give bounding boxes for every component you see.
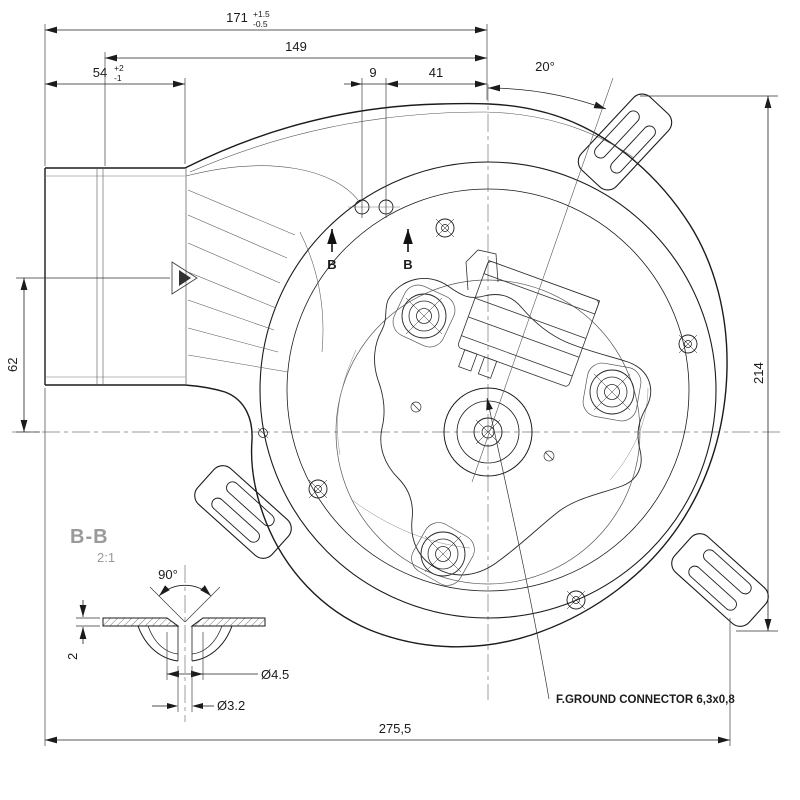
section-scale: 2:1 — [97, 550, 115, 565]
motor-mount-plate — [374, 278, 652, 576]
dimension-171: 171 +1.5 -0.5 — [44, 9, 488, 166]
spade-terminal — [477, 356, 498, 379]
transition-cone — [187, 189, 324, 373]
centerlines — [12, 84, 784, 722]
dim-149-value: 149 — [285, 39, 307, 54]
face-screw — [566, 590, 586, 610]
face-screw — [308, 479, 328, 499]
rubber-grommet-top — [392, 284, 456, 348]
dimension-149: 149 — [104, 39, 487, 166]
dim-20-value: 20° — [535, 59, 555, 74]
dimension-20deg: 20° — [487, 59, 607, 110]
mount-bracket-top-right — [577, 93, 673, 191]
motor-assembly — [335, 249, 652, 586]
dim-171-tol-minus: -0.5 — [253, 19, 268, 29]
dim-54-tol-plus: +2 — [114, 63, 124, 73]
motor-bracket-tab — [465, 249, 499, 291]
dimension-214: 214 — [640, 95, 778, 632]
section-marker-b-right: B — [403, 257, 412, 272]
rubber-grommet-bottom — [411, 522, 475, 586]
inlet-duct — [44, 167, 198, 386]
seam-rivet — [257, 427, 269, 439]
dimension-90deg: 90° — [149, 567, 221, 623]
section-plate-right — [190, 617, 266, 627]
section-marker-b-left: B — [327, 257, 336, 272]
dim-275-value: 275,5 — [379, 721, 412, 736]
motor-body — [457, 259, 601, 387]
dim-9-value: 9 — [369, 65, 376, 80]
pilot-holes — [348, 199, 400, 215]
face-screws — [257, 218, 698, 610]
section-plate-left — [102, 617, 180, 627]
face-screw — [678, 334, 698, 354]
dim-62-value: 62 — [5, 358, 20, 372]
motor-hub — [443, 387, 533, 477]
dimension-9-41: 9 41 — [344, 65, 487, 218]
dim-214-value: 214 — [751, 362, 766, 384]
dimension-dia32: Ø3.2 — [152, 666, 245, 713]
spade-terminal — [458, 349, 478, 372]
section-dome — [137, 625, 233, 662]
dim-dia32-value: Ø3.2 — [217, 698, 245, 713]
section-title: B-B — [70, 526, 109, 548]
dim-54-value: 54 — [93, 65, 107, 80]
impeller-blade-arcs — [337, 349, 649, 549]
dim-171-value: 171 — [226, 10, 248, 25]
dim-171-tol-plus: +1.5 — [253, 9, 270, 19]
dim-dia45-value: Ø4.5 — [261, 667, 289, 682]
ground-connector-leader — [486, 397, 550, 700]
dimension-54: 54 +2 -1 — [45, 63, 186, 164]
dim-2-value: 2 — [65, 653, 80, 660]
dimension-275: 275,5 — [44, 388, 731, 746]
ground-connector-callout: F.GROUND CONNECTOR 6,3x0,8 — [556, 694, 735, 706]
dim-90-value: 90° — [158, 567, 178, 582]
dim-41-value: 41 — [429, 65, 443, 80]
mount-bracket-left — [194, 465, 292, 559]
mount-bracket-bottom-right — [671, 533, 769, 627]
mount-bolts — [410, 401, 555, 462]
angle-reference-line — [471, 77, 614, 483]
section-view-bb: B-B 2:1 90° 2 — [65, 526, 289, 713]
dimension-62: 62 — [5, 277, 170, 433]
dimension-2: 2 — [65, 600, 100, 660]
rubber-grommet-right — [582, 362, 642, 422]
flow-direction-marker — [171, 261, 198, 295]
dimension-dia45: Ø4.5 — [166, 632, 289, 682]
dim-54-tol-minus: -1 — [114, 73, 122, 83]
section-cut-arrows: B B — [327, 229, 413, 272]
inlet-ring — [335, 279, 641, 585]
face-screw — [435, 218, 455, 238]
